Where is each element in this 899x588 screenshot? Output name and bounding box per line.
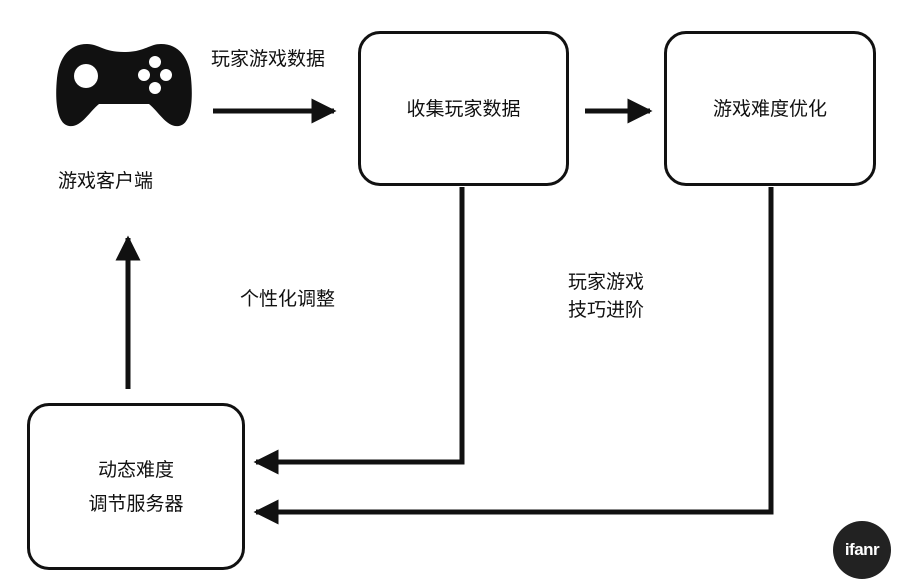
node-label-game-client: 游戏客户端 xyxy=(58,170,154,192)
node-label-server-line2: 调节服务器 xyxy=(88,492,184,515)
edge-label-personalized-adjustment: 个性化调整 xyxy=(240,288,336,310)
edge-collect-to-server xyxy=(253,187,465,475)
node-collect-player-data: 收集玩家数据 xyxy=(358,31,569,186)
node-difficulty-optimization: 游戏难度优化 xyxy=(664,31,876,186)
gamepad-icon xyxy=(56,44,192,127)
node-dynamic-difficulty-server: 动态难度 调节服务器 xyxy=(27,403,245,570)
node-label-collect: 收集玩家数据 xyxy=(406,97,521,120)
edge-label-skill-line1: 玩家游戏 xyxy=(568,271,645,293)
edge-label-player-game-data: 玩家游戏数据 xyxy=(211,48,326,70)
node-label-server-line1: 动态难度 xyxy=(97,458,174,481)
edge-optimize-to-server xyxy=(253,187,774,525)
ifanr-logo: ifanr xyxy=(833,521,891,579)
node-label-optimize: 游戏难度优化 xyxy=(712,97,827,120)
edge-label-skill-line2: 技巧进阶 xyxy=(568,299,645,321)
edge-label-skill-progress: 玩家游戏 技巧进阶 xyxy=(568,268,644,324)
